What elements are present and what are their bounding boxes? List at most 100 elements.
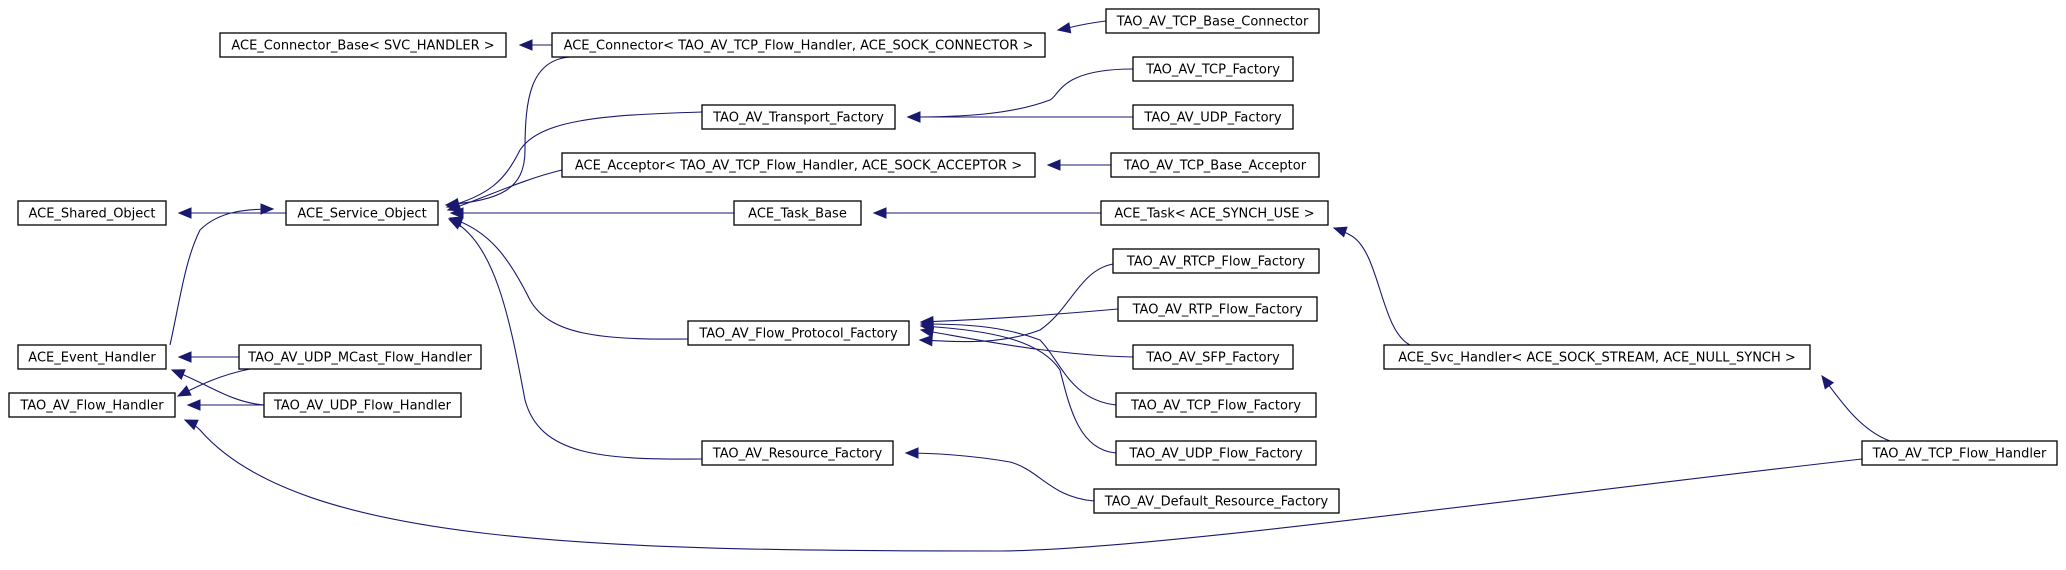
edge-task-base-to-service-object-arrowhead <box>449 207 464 219</box>
node-box <box>1132 344 1294 370</box>
node-box <box>1115 440 1317 466</box>
node-box <box>8 392 176 418</box>
node-box <box>551 32 1046 58</box>
node-box <box>1093 488 1340 514</box>
edge-event-handler-to-service-object <box>169 208 274 346</box>
edge-svc-handler-to-task-arrowhead <box>1332 226 1348 238</box>
node-box <box>219 32 507 58</box>
node-service-object[interactable]: ACE_Service_Object <box>285 200 439 226</box>
node-flow-handler[interactable]: TAO_AV_Flow_Handler <box>8 392 176 418</box>
edge-service-object-to-shared-object-arrowhead <box>177 207 192 219</box>
node-rtp-flow-factory[interactable]: TAO_AV_RTP_Flow_Factory <box>1117 296 1318 322</box>
node-label: ACE_Event_Handler <box>28 351 156 366</box>
node-box <box>701 104 896 130</box>
node-udp-mcast-flow-handler[interactable]: TAO_AV_UDP_MCast_Flow_Handler <box>238 344 482 370</box>
edge-udp-flow-handler-to-event-handler-arrowhead <box>170 369 186 380</box>
edge-resource-factory-to-service-object-arrowhead <box>447 218 463 230</box>
node-label: TAO_AV_TCP_Flow_Handler <box>1872 447 2047 462</box>
node-event-handler[interactable]: ACE_Event_Handler <box>17 344 167 370</box>
node-connector-base[interactable]: ACE_Connector_Base< SVC_HANDLER > <box>219 32 507 58</box>
node-connector[interactable]: ACE_Connector< TAO_AV_TCP_Flow_Handler, … <box>551 32 1046 58</box>
node-box <box>1117 296 1318 322</box>
edge-default-resource-factory-to-resource-factory <box>905 452 1095 502</box>
edge-connector-to-connector-base-arrowhead <box>518 39 533 51</box>
node-tcp-flow-handler[interactable]: TAO_AV_TCP_Flow_Handler <box>1861 440 2058 466</box>
node-box <box>1132 56 1294 82</box>
node-label: TAO_AV_UDP_Flow_Factory <box>1128 447 1303 462</box>
edge-tcp-flow-handler-to-flow-handler <box>184 419 1863 552</box>
node-task-base[interactable]: ACE_Task_Base <box>733 200 862 226</box>
edge-acceptor-to-service-object-arrowhead <box>446 200 462 212</box>
edge-tcp-flow-handler-to-flow-handler-arrowhead <box>183 419 199 431</box>
edge-tcp-base-acceptor-to-acceptor-arrowhead <box>1046 159 1061 171</box>
node-box <box>701 440 894 466</box>
node-tcp-base-connector[interactable]: TAO_AV_TCP_Base_Connector <box>1105 8 1320 34</box>
node-box <box>263 392 462 418</box>
edge-tcp-base-connector-to-connector-arrowhead <box>1056 22 1072 34</box>
edge-sfp-factory-to-flow-protocol-factory <box>920 329 1134 358</box>
node-box <box>285 200 439 226</box>
node-label: ACE_Task< ACE_SYNCH_USE > <box>1114 207 1314 222</box>
node-label: ACE_Connector< TAO_AV_TCP_Flow_Handler, … <box>564 39 1034 54</box>
node-label: ACE_Shared_Object <box>28 207 155 222</box>
node-transport-factory[interactable]: TAO_AV_Transport_Factory <box>701 104 896 130</box>
node-label: TAO_AV_RTP_Flow_Factory <box>1132 303 1303 318</box>
node-box <box>238 344 482 370</box>
node-box <box>17 344 167 370</box>
edge-udp-mcast-flow-handler-to-flow-handler-arrowhead <box>176 385 192 397</box>
edge-task-to-task-base-arrowhead <box>872 207 887 219</box>
node-label: ACE_Svc_Handler< ACE_SOCK_STREAM, ACE_NU… <box>1398 351 1796 366</box>
node-label: ACE_Connector_Base< SVC_HANDLER > <box>231 39 494 54</box>
node-svc-handler[interactable]: ACE_Svc_Handler< ACE_SOCK_STREAM, ACE_NU… <box>1383 344 1811 370</box>
node-label: ACE_Task_Base <box>748 207 847 222</box>
node-label: TAO_AV_Default_Resource_Factory <box>1104 495 1329 510</box>
node-box <box>687 320 910 346</box>
node-box <box>1110 152 1320 178</box>
edge-rtcp-flow-factory-to-flow-protocol-factory-arrowhead <box>918 334 933 347</box>
node-label: TAO_AV_SFP_Factory <box>1145 351 1280 366</box>
node-label: TAO_AV_RTCP_Flow_Factory <box>1126 255 1305 270</box>
node-udp-flow-handler[interactable]: TAO_AV_UDP_Flow_Handler <box>263 392 462 418</box>
node-resource-factory[interactable]: TAO_AV_Resource_Factory <box>701 440 894 466</box>
node-label: ACE_Acceptor< TAO_AV_TCP_Flow_Handler, A… <box>575 159 1022 174</box>
node-box <box>561 152 1036 178</box>
node-udp-flow-factory[interactable]: TAO_AV_UDP_Flow_Factory <box>1115 440 1317 466</box>
node-label: TAO_AV_Transport_Factory <box>712 111 884 126</box>
node-box <box>1383 344 1811 370</box>
node-label: TAO_AV_Flow_Protocol_Factory <box>698 327 898 342</box>
node-shared-object[interactable]: ACE_Shared_Object <box>17 200 167 226</box>
node-tcp-factory[interactable]: TAO_AV_TCP_Factory <box>1132 56 1294 82</box>
edge-resource-factory-to-service-object <box>448 218 703 460</box>
node-label: TAO_AV_UDP_Flow_Handler <box>273 399 452 414</box>
node-udp-factory[interactable]: TAO_AV_UDP_Factory <box>1132 104 1294 130</box>
edge-default-resource-factory-to-resource-factory-arrowhead <box>904 447 919 459</box>
edges-layer <box>169 20 1891 552</box>
edge-udp-mcast-flow-handler-to-event-handler-arrowhead <box>177 351 192 363</box>
node-label: TAO_AV_TCP_Base_Acceptor <box>1123 159 1307 174</box>
edge-transport-factory-to-service-object <box>446 111 703 208</box>
node-label: TAO_AV_TCP_Factory <box>1145 63 1280 78</box>
node-box <box>1115 392 1317 418</box>
node-label: TAO_AV_UDP_Factory <box>1143 111 1281 126</box>
node-tcp-base-acceptor[interactable]: TAO_AV_TCP_Base_Acceptor <box>1110 152 1320 178</box>
node-label: TAO_AV_Resource_Factory <box>712 447 883 462</box>
node-acceptor[interactable]: ACE_Acceptor< TAO_AV_TCP_Flow_Handler, A… <box>561 152 1036 178</box>
node-flow-protocol-factory[interactable]: TAO_AV_Flow_Protocol_Factory <box>687 320 910 346</box>
node-tcp-flow-factory[interactable]: TAO_AV_TCP_Flow_Factory <box>1115 392 1317 418</box>
edge-flow-protocol-factory-to-service-object <box>449 217 689 340</box>
node-rtcp-flow-factory[interactable]: TAO_AV_RTCP_Flow_Factory <box>1112 248 1320 274</box>
edge-rtcp-flow-factory-to-flow-protocol-factory <box>919 263 1114 343</box>
edge-event-handler-to-service-object-arrowhead <box>260 203 275 215</box>
edge-udp-flow-factory-to-flow-protocol-factory <box>920 325 1117 454</box>
node-box <box>1112 248 1320 274</box>
node-label: TAO_AV_TCP_Base_Connector <box>1116 15 1309 30</box>
node-label: TAO_AV_TCP_Flow_Factory <box>1130 399 1301 414</box>
node-label: TAO_AV_UDP_MCast_Flow_Handler <box>247 351 472 366</box>
node-sfp-factory[interactable]: TAO_AV_SFP_Factory <box>1132 344 1294 370</box>
node-default-resource-factory[interactable]: TAO_AV_Default_Resource_Factory <box>1093 488 1340 514</box>
edge-tcp-factory-to-transport-factory <box>907 68 1134 118</box>
edge-udp-flow-factory-to-flow-protocol-factory-arrowhead <box>919 321 934 333</box>
edge-udp-factory-to-transport-factory-arrowhead <box>906 111 921 123</box>
node-task[interactable]: ACE_Task< ACE_SYNCH_USE > <box>1100 200 1329 226</box>
edge-udp-flow-handler-to-flow-handler-arrowhead <box>186 399 201 411</box>
